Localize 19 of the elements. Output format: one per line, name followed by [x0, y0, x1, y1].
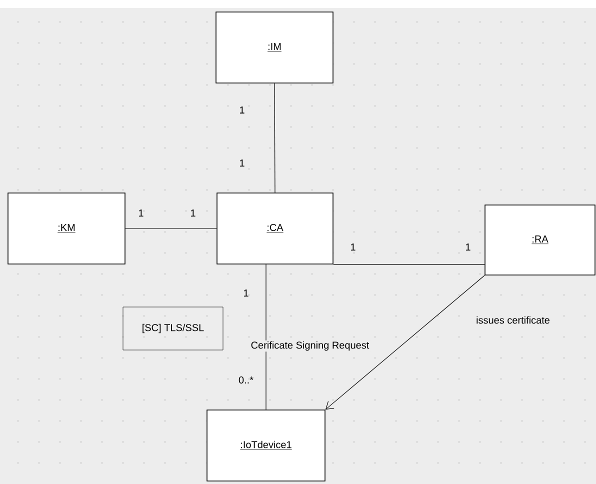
edge-label: Cerificate Signing Request — [250, 340, 370, 352]
object-box: :IM — [216, 12, 334, 84]
association-line — [274, 83, 276, 193]
multiplicity-label: 1 — [139, 210, 144, 216]
association-line — [333, 264, 485, 265]
multiplicity-label: 1 — [466, 244, 470, 250]
multiplicity-label: 0..* — [238, 376, 254, 384]
association-line — [125, 228, 217, 229]
note-box: [SC] TLS/SSL — [122, 306, 224, 350]
arrow — [325, 275, 485, 410]
object-box: :CA — [216, 192, 334, 264]
multiplicity-label: 1 — [351, 244, 356, 250]
multiplicity-label: 1 — [240, 160, 244, 166]
object-box: :KM — [8, 192, 126, 264]
multiplicity-label: 1 — [191, 210, 196, 216]
object-box: :RA — [484, 204, 596, 276]
multiplicity-label: 1 — [240, 106, 244, 114]
multiplicity-label: 1 — [244, 290, 248, 296]
object-box: :IoTdevice1 — [206, 410, 326, 482]
